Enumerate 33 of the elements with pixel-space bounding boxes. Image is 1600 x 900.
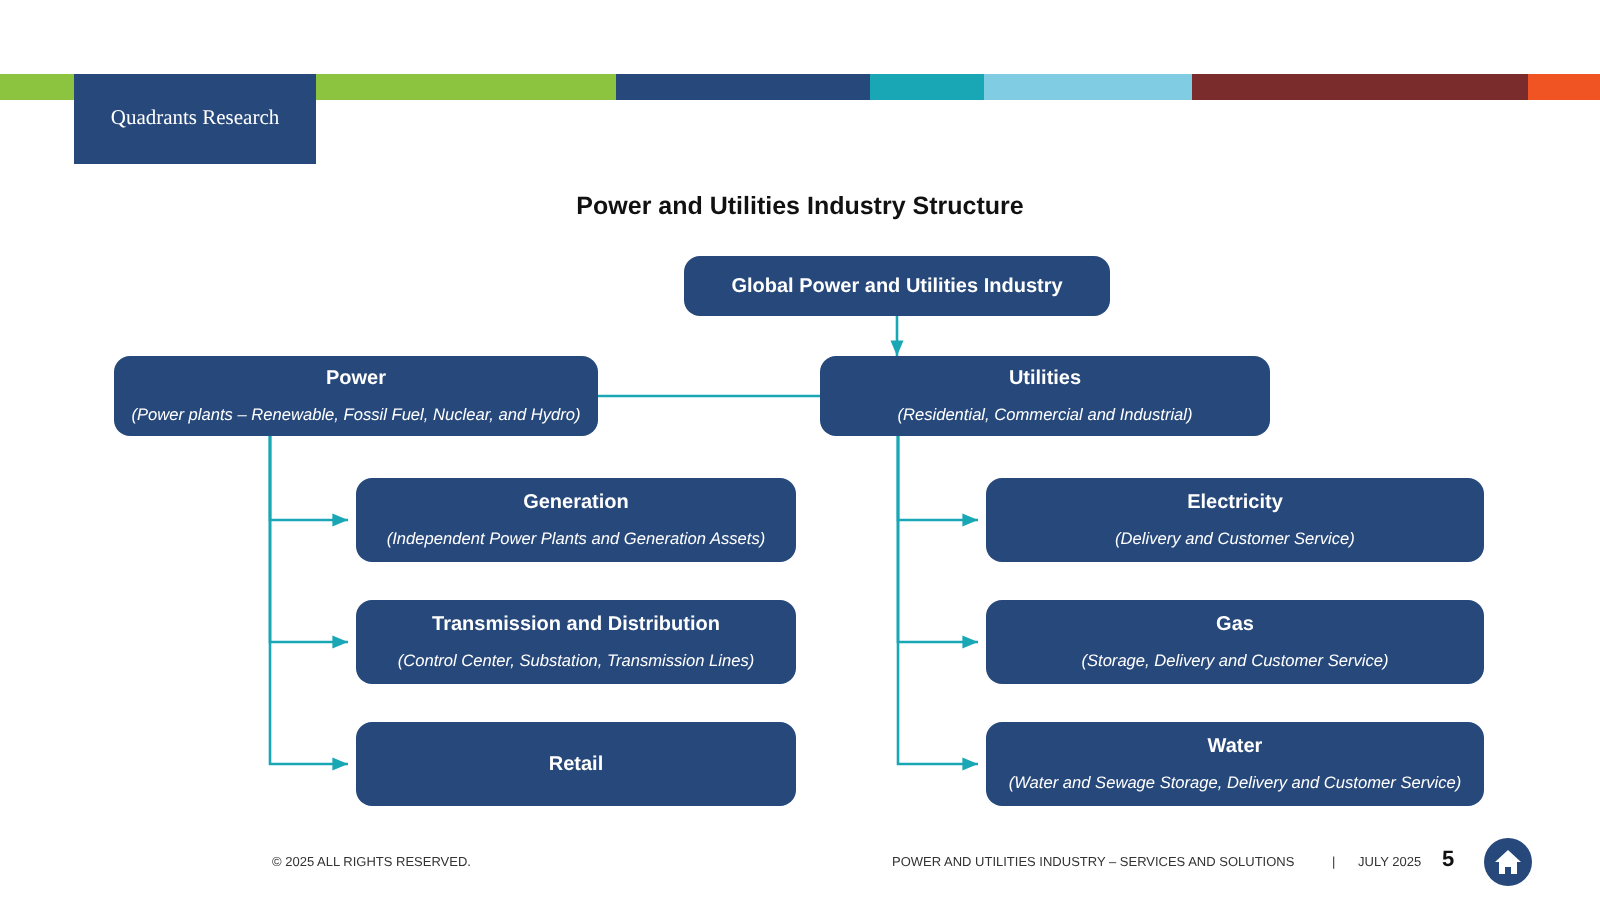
- box-description: (Storage, Delivery and Customer Service): [1081, 650, 1389, 670]
- box-description: (Control Center, Substation, Transmission Lines): [397, 650, 755, 670]
- connector-arrow: [268, 436, 348, 771]
- box-heading: Power: [325, 368, 386, 390]
- box-heading: Generation: [523, 492, 629, 514]
- box-heading: Transmission and Distribution: [432, 614, 720, 636]
- box-heading: Retail: [548, 753, 604, 775]
- box-description: (Independent Power Plants and Generation Assets): [386, 528, 766, 548]
- box-description: (Delivery and Customer Service): [1115, 528, 1355, 548]
- box-heading: Electricity: [1187, 492, 1283, 514]
- connector-arrow: [890, 316, 904, 356]
- box-heading: Utilities: [1008, 368, 1082, 390]
- section-tab: [74, 74, 316, 164]
- box-heading: Water: [1207, 736, 1263, 758]
- category-box: [986, 478, 1484, 562]
- box-heading: Quadrants Research: [110, 108, 280, 130]
- category-box: [986, 722, 1484, 806]
- page-number: 5: [1442, 848, 1455, 872]
- box-description: (Water and Sewage Storage, Delivery and Customer Service): [1008, 772, 1462, 792]
- connector-line: [598, 394, 820, 398]
- category-box: [114, 356, 598, 436]
- category-box: [356, 478, 796, 562]
- connector-arrow: [896, 436, 978, 771]
- box-heading: Global Power and Utilities Industry: [731, 275, 1063, 297]
- diagram-title: Power and Utilities Industry Structure: [574, 192, 1026, 220]
- box-description: (Residential, Commercial and Industrial): [897, 404, 1193, 424]
- category-box: [820, 356, 1270, 436]
- category-box: [986, 600, 1484, 684]
- box-heading: Gas: [1216, 614, 1254, 636]
- category-box: [356, 600, 796, 684]
- category-box: [356, 722, 796, 806]
- box-description: (Power plants – Renewable, Fossil Fuel, Nuclear, and Hydro): [131, 404, 581, 424]
- category-box: [684, 256, 1110, 316]
